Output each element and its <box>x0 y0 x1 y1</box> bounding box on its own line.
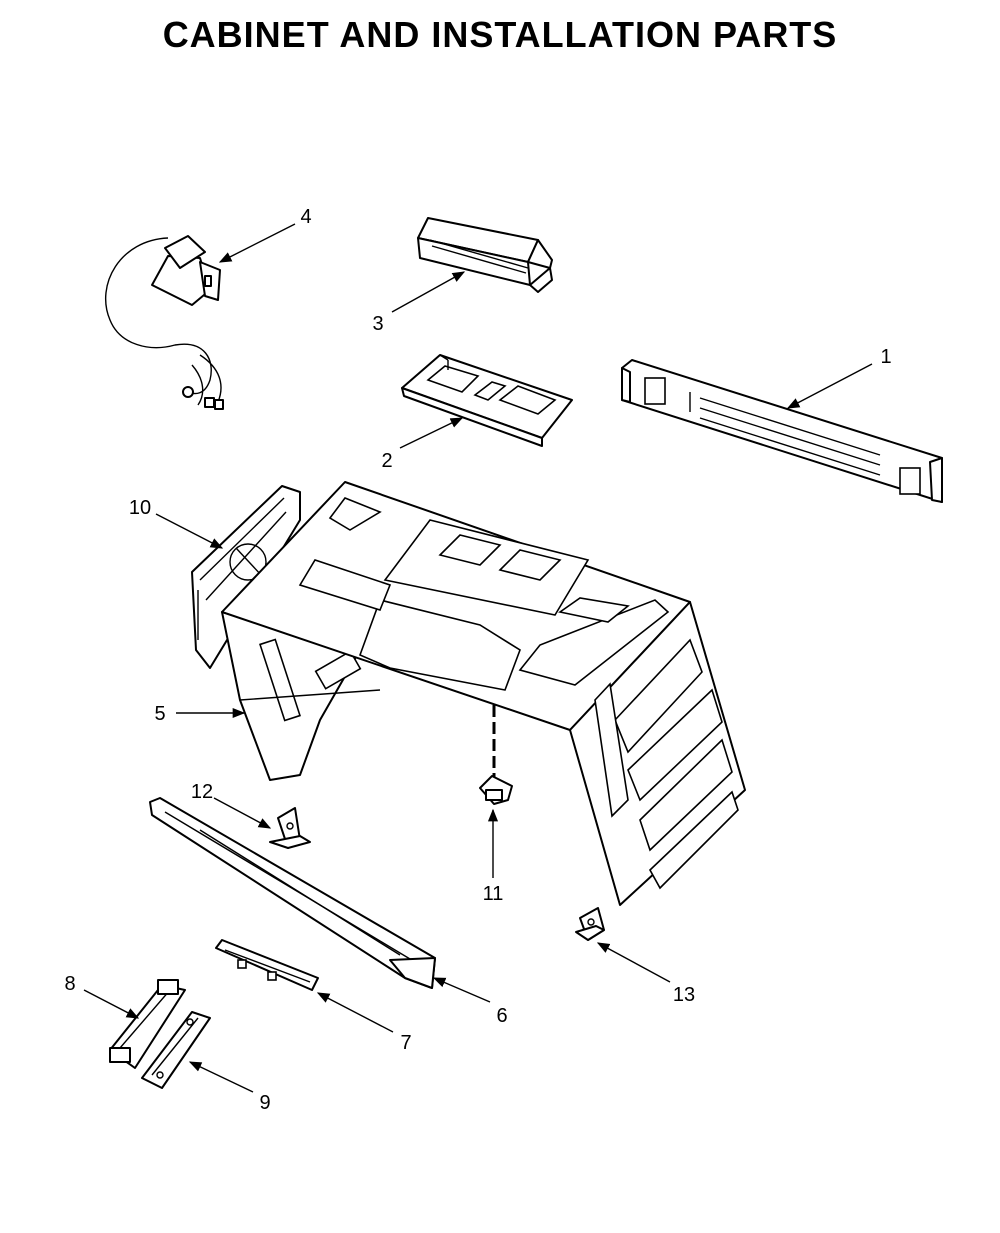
part-11-latch[interactable] <box>479 775 513 805</box>
part-label-3: 3 <box>372 313 383 335</box>
leader-3 <box>391 271 466 313</box>
part-3-vent-grille[interactable] <box>417 217 553 293</box>
part-label-8: 8 <box>64 973 75 995</box>
part-13-clip[interactable] <box>575 907 605 941</box>
leader-7 <box>316 992 394 1033</box>
leader-9 <box>188 1061 254 1093</box>
leader-4 <box>218 223 296 263</box>
part-5-cabinet[interactable] <box>221 481 746 906</box>
leader-8 <box>83 989 140 1019</box>
part-7-slide-rail[interactable] <box>215 939 319 991</box>
part-label-13: 13 <box>673 984 695 1006</box>
part-label-5: 5 <box>154 703 165 725</box>
leader-13 <box>596 942 671 983</box>
leader-lines <box>83 223 873 1093</box>
part-12-bracket[interactable] <box>269 807 311 849</box>
part-label-11: 11 <box>483 883 504 905</box>
part-label-2: 2 <box>381 450 392 472</box>
part-9-right-hinge[interactable] <box>141 1011 211 1089</box>
leader-10 <box>155 513 224 549</box>
part-2-bracket-plate[interactable] <box>401 354 573 447</box>
part-8-left-hinge[interactable] <box>109 979 186 1069</box>
part-10-side-panel[interactable] <box>191 485 301 669</box>
leader-6 <box>432 977 491 1003</box>
part-6-front-rail[interactable] <box>149 797 436 989</box>
part-label-6: 6 <box>496 1005 507 1027</box>
part-labels: 4 3 2 1 10 5 12 11 6 7 8 9 13 <box>64 206 891 1114</box>
part-label-7: 7 <box>400 1032 411 1054</box>
part-label-9: 9 <box>259 1092 270 1114</box>
leader-12 <box>213 797 272 829</box>
part-label-12: 12 <box>191 781 213 803</box>
leader-1 <box>786 363 873 409</box>
leader-2 <box>399 417 464 449</box>
part-4-power-cord[interactable] <box>105 235 224 410</box>
part-label-1: 1 <box>880 346 891 368</box>
part-label-4: 4 <box>300 206 311 228</box>
part-1-mounting-rail[interactable] <box>621 359 943 503</box>
part-label-10: 10 <box>129 497 151 519</box>
page-title: CABINET AND INSTALLATION PARTS <box>162 14 838 55</box>
